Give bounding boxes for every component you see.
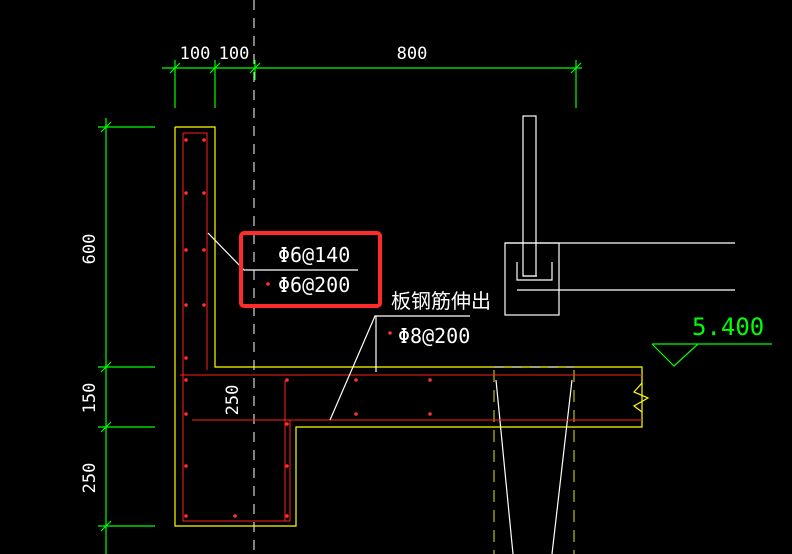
support-taper-right (551, 379, 573, 554)
dim-inner: 250 (223, 385, 243, 416)
dim-left-1: 600 (80, 234, 100, 265)
annotation-slab-note: 板钢筋伸出 (391, 289, 491, 313)
annotation-wall-vertical: Φ6@200 (278, 273, 350, 297)
dim-left-3: 250 (80, 463, 100, 494)
leader-wall-bars (207, 232, 358, 271)
concrete-outline (174, 126, 643, 527)
rebar-outer-wall (182, 133, 291, 522)
beam-detail (504, 115, 735, 316)
support-taper-left (495, 379, 514, 554)
rebar-inner-wall (183, 132, 208, 370)
leader-slab-bars (329, 315, 470, 421)
highlight-box (239, 231, 382, 308)
dim-left-2: 150 (80, 383, 100, 414)
annotation-wall-horizontal: Φ6@140 (278, 243, 350, 267)
dim-top-1: 100 (180, 44, 211, 64)
dim-top-3: 800 (397, 44, 428, 64)
top-dimension-chain: 100 100 800 (162, 44, 582, 108)
annotation-slab-bar: Φ8@200 (398, 324, 470, 348)
left-dimension-chain: 600 150 250 (80, 118, 155, 554)
rebar-group (180, 132, 642, 522)
break-line (632, 382, 650, 413)
level-mark: 5.400 (651, 313, 772, 367)
rebar-dots (184, 138, 432, 518)
level-value: 5.400 (692, 313, 764, 341)
dim-top-2: 100 (219, 44, 250, 64)
